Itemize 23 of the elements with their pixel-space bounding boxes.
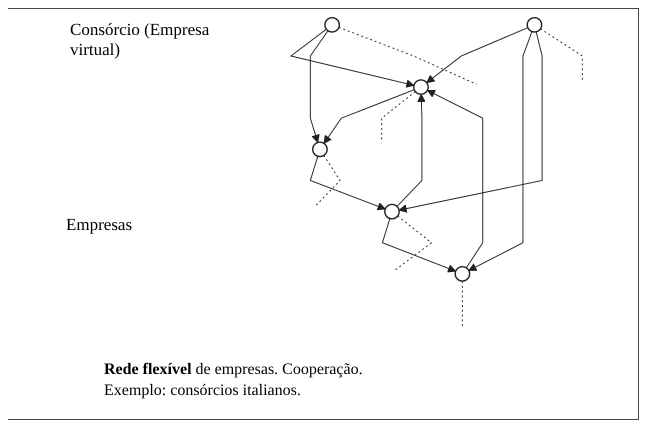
arrow — [396, 94, 426, 207]
arrow — [290, 28, 414, 88]
group-label: Empresas — [66, 215, 132, 235]
arrow — [324, 89, 415, 144]
arrow — [398, 31, 543, 213]
arrow — [382, 218, 456, 272]
arrow — [427, 90, 484, 268]
arrow — [310, 156, 386, 210]
arrow — [310, 30, 328, 143]
company-circle — [526, 16, 542, 33]
dotted-line — [314, 154, 341, 208]
arrow — [426, 27, 528, 84]
dotted-line — [338, 26, 478, 85]
caption: Rede flexível de empresas. Cooperação. Exemplo: consórcios italianos. — [104, 360, 364, 401]
group-label: Consórcio (Empresa virtual) — [70, 20, 210, 60]
company-circle — [324, 16, 340, 33]
company-circle — [312, 141, 328, 158]
company-circle — [384, 204, 400, 220]
company-circle — [454, 266, 470, 282]
dotted-line — [394, 216, 432, 270]
dotted-line — [540, 28, 583, 81]
company-circle — [413, 79, 429, 95]
arrow — [468, 31, 532, 271]
